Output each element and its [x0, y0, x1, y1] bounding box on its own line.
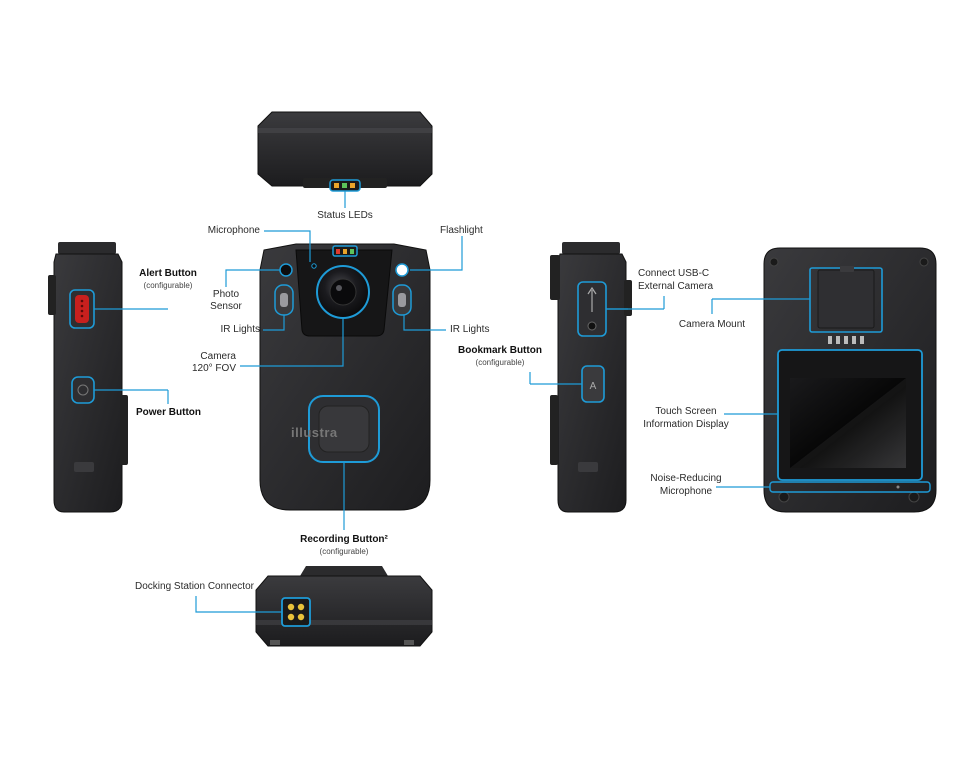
label-usb-c-2: External Camera — [638, 281, 714, 292]
flashlight — [395, 263, 409, 277]
top-view — [257, 111, 433, 208]
status-led-amber-2 — [350, 183, 355, 188]
label-recording-button: Recording Button² — [300, 534, 388, 545]
label-camera-mount: Camera Mount — [678, 319, 746, 330]
label-alert-button: Alert Button — [139, 268, 197, 279]
front-view: illustra — [259, 243, 431, 530]
label-status-leds: Status LEDs — [317, 210, 373, 221]
label-touch-screen-2: Information Display — [643, 419, 729, 430]
left-side-view — [48, 242, 169, 513]
label-ir-lights-left: IR Lights — [220, 324, 260, 335]
label-camera-2: 120° FOV — [191, 363, 236, 374]
label-docking-connector: Docking Station Connector — [135, 581, 254, 592]
status-led-green — [342, 183, 347, 188]
right-side-view: A — [529, 242, 665, 513]
label-power-button: Power Button — [136, 407, 201, 418]
label-ir-lights-right: IR Lights — [450, 324, 490, 335]
label-bookmark-button: Bookmark Button — [458, 345, 542, 356]
back-view — [711, 247, 937, 513]
label-noise-mic-1: Noise-Reducing — [650, 473, 722, 484]
label-flashlight: Flashlight — [440, 225, 483, 236]
label-camera-1: Camera — [200, 351, 236, 362]
front-leader-lines — [225, 230, 463, 367]
bookmark-key: A — [590, 381, 597, 392]
label-usb-c-1: Connect USB-C — [638, 268, 710, 279]
label-photo-sensor-1: Photo — [212, 289, 240, 300]
status-led-amber — [334, 183, 339, 188]
label-alert-button-sub: (configurable) — [143, 281, 193, 290]
label-touch-screen-1: Touch Screen — [655, 406, 717, 417]
microphone-hole — [311, 263, 317, 269]
bottom-view — [255, 566, 433, 647]
label-photo-sensor-2: Sensor — [210, 301, 242, 312]
label-bookmark-button-sub: (configurable) — [475, 358, 525, 367]
label-microphone: Microphone — [207, 225, 260, 236]
label-recording-button-sub: (configurable) — [319, 547, 369, 556]
label-noise-mic-2: Microphone — [659, 486, 713, 497]
brand-logo: illustra — [291, 425, 338, 440]
